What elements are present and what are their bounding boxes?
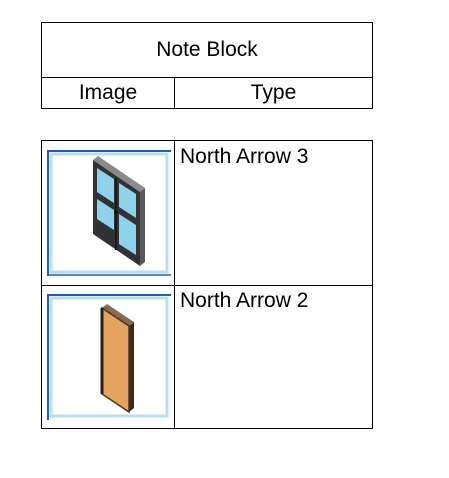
table-row: North Arrow 2 (42, 285, 372, 428)
window-icon (47, 150, 171, 276)
schedule-title: Note Block (42, 23, 372, 78)
table-row: North Arrow 3 (42, 141, 372, 286)
schedule-header-table: Note Block Image Type (41, 22, 373, 109)
door-icon (47, 294, 171, 420)
column-header-image: Image (42, 77, 175, 108)
column-header-type: Type (250, 80, 297, 104)
schedule-body-table: North Arrow 3 North Arrow 2 (41, 140, 373, 429)
image-cell (42, 285, 175, 428)
type-cell: North Arrow 2 (180, 289, 309, 312)
image-cell (42, 141, 175, 285)
type-cell: North Arrow 3 (180, 145, 309, 168)
